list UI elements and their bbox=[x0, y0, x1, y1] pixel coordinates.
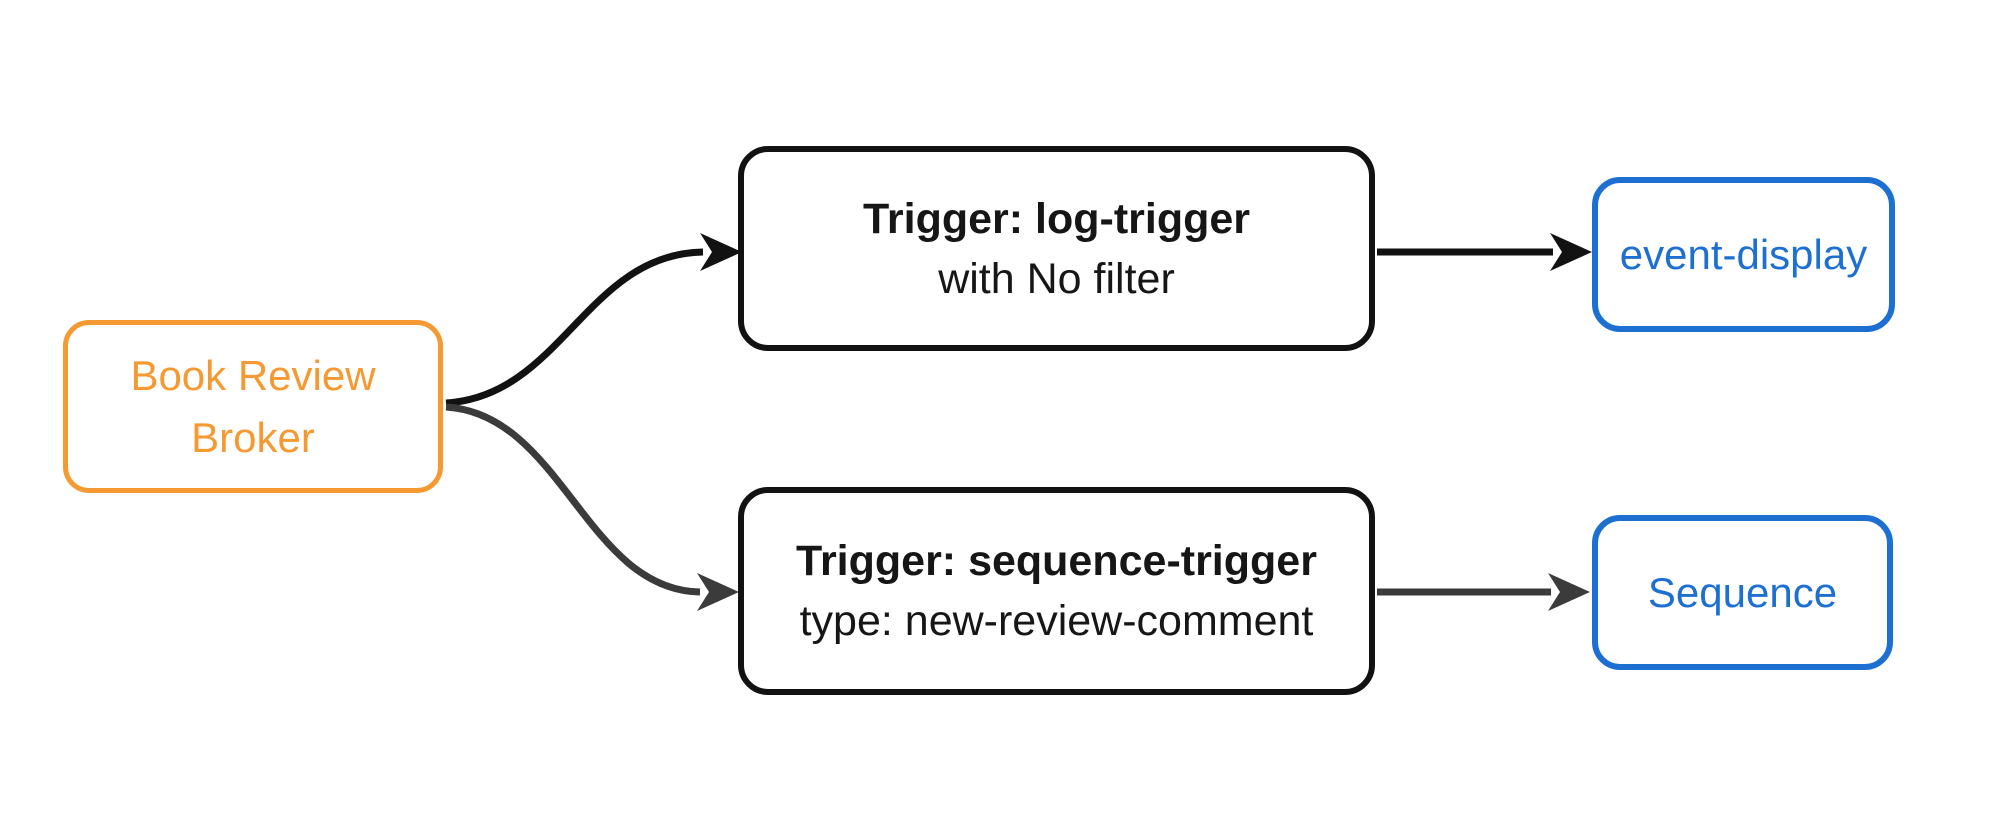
edge-broker-to-sequence-trigger bbox=[445, 403, 701, 596]
edge-broker-to-log-trigger bbox=[445, 248, 704, 407]
sequence-trigger-subtitle: type: new-review-comment bbox=[799, 597, 1314, 645]
broker-label-line1: Book Review bbox=[130, 351, 376, 399]
event-display-label: event-display bbox=[1619, 230, 1868, 278]
node-sequence: Sequence bbox=[1592, 515, 1893, 670]
log-trigger-title: Trigger: log-trigger bbox=[863, 194, 1250, 243]
broker-label-line2: Broker bbox=[191, 413, 315, 461]
node-book-review-broker: Book Review Broker bbox=[63, 320, 443, 493]
log-trigger-subtitle: with No filter bbox=[938, 254, 1175, 303]
sequence-label: Sequence bbox=[1647, 568, 1838, 616]
arrowhead-into-event-display bbox=[1550, 233, 1592, 271]
arrowhead-into-sequence-trigger bbox=[697, 573, 739, 611]
node-log-trigger: Trigger: log-trigger with No filter bbox=[738, 146, 1375, 351]
sequence-trigger-title: Trigger: sequence-trigger bbox=[796, 537, 1317, 585]
node-event-display: event-display bbox=[1592, 177, 1895, 332]
arrowhead-into-log-trigger bbox=[700, 233, 742, 271]
arrowhead-into-sequence bbox=[1548, 573, 1590, 611]
node-sequence-trigger: Trigger: sequence-trigger type: new-revi… bbox=[738, 487, 1375, 695]
